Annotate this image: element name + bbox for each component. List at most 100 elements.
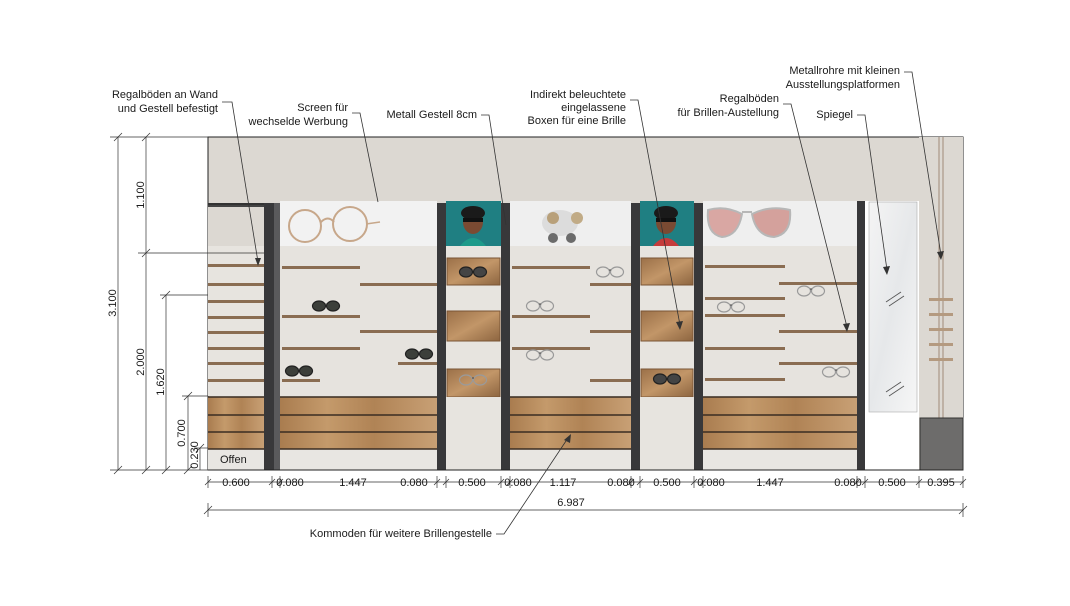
shelf bbox=[512, 315, 590, 318]
section-1 bbox=[280, 201, 437, 470]
shelf bbox=[282, 347, 360, 350]
eyeglasses bbox=[652, 373, 682, 385]
shelf bbox=[590, 379, 631, 382]
eyeglasses bbox=[458, 266, 488, 278]
annotation-cabinets: Kommoden für weitere Brillengestelle bbox=[310, 434, 571, 540]
hdim-value: 1.447 bbox=[339, 477, 367, 489]
shelf bbox=[705, 297, 785, 300]
label-open: Offen bbox=[220, 454, 247, 466]
total-dimension: 6.987 bbox=[203, 497, 968, 517]
vdim-1620: 1.620 bbox=[155, 368, 167, 396]
annotation-metal-tubes-line1: Metallrohre mit kleinen bbox=[789, 65, 900, 77]
section-3 bbox=[510, 201, 631, 470]
shelf bbox=[360, 283, 437, 286]
eyeglasses bbox=[525, 300, 555, 312]
annotation-mirror-line1: Spiegel bbox=[816, 109, 853, 121]
hdim-value: 0.080 bbox=[504, 477, 532, 489]
eyeglasses bbox=[458, 374, 488, 386]
lit-box-5 bbox=[640, 310, 694, 342]
annotation-cabinets-line1: Kommoden für weitere Brillengestelle bbox=[310, 528, 492, 540]
cabinet-1 bbox=[280, 397, 437, 449]
drawer-lines bbox=[208, 396, 857, 450]
cabinet-2 bbox=[510, 397, 631, 449]
eyeglasses bbox=[821, 366, 851, 378]
lit-box-2 bbox=[446, 310, 501, 342]
eyeglasses bbox=[284, 365, 314, 377]
section-2 bbox=[446, 201, 501, 470]
annotation-shelves-display: Regalböden für Brillen-Austellung bbox=[678, 93, 850, 332]
shelf bbox=[208, 379, 264, 382]
hdim-value: 0.395 bbox=[927, 477, 955, 489]
lit-box-3 bbox=[446, 368, 501, 398]
annotation-shelves-display-line1: Regalböden bbox=[720, 93, 779, 105]
annotation-screen-line1: Screen für bbox=[297, 102, 348, 114]
shelf bbox=[360, 330, 437, 333]
eyeglasses bbox=[311, 300, 341, 312]
mirror-section bbox=[865, 201, 919, 470]
shelf bbox=[590, 330, 631, 333]
vdim-0700: 0.700 bbox=[176, 419, 188, 447]
shelves-group bbox=[208, 264, 857, 382]
annotation-shelves-wall-line2: und Gestell befestigt bbox=[118, 103, 218, 115]
shelf bbox=[208, 347, 264, 350]
tube-base bbox=[919, 417, 964, 471]
glasses-group bbox=[284, 266, 851, 386]
shelf bbox=[705, 347, 785, 350]
eyeglasses bbox=[796, 285, 826, 297]
hdim-value: 0.080 bbox=[697, 477, 725, 489]
section-5 bbox=[703, 201, 857, 470]
eyeglasses bbox=[404, 348, 434, 360]
hdim-value: 0.500 bbox=[458, 477, 486, 489]
vdim-3100: 3.100 bbox=[107, 289, 119, 317]
left-wood-block bbox=[208, 397, 264, 449]
eyeglasses bbox=[716, 301, 746, 313]
hdim-value: 0.600 bbox=[222, 477, 250, 489]
annotation-shelves-wall-line1: Regalböden an Wand bbox=[112, 89, 218, 101]
annotation-shelves-display-line2: für Brillen-Austellung bbox=[678, 107, 780, 119]
shelf bbox=[282, 266, 360, 269]
shelf bbox=[779, 362, 857, 365]
eyeglasses bbox=[525, 349, 555, 361]
shelf bbox=[705, 314, 785, 317]
vdim-1100: 1.100 bbox=[135, 181, 147, 209]
shelf bbox=[208, 264, 264, 267]
annotation-metal-frame-line1: Metall Gestell 8cm bbox=[387, 109, 477, 121]
shelf bbox=[208, 331, 264, 334]
lit-box-6 bbox=[640, 368, 694, 398]
vdim-0230: 0.230 bbox=[189, 441, 201, 469]
shelf bbox=[705, 378, 785, 381]
annotation-mirror: Spiegel bbox=[816, 109, 890, 275]
shelf bbox=[705, 265, 785, 268]
section-4 bbox=[640, 201, 694, 470]
shelf bbox=[779, 282, 857, 285]
eyeglasses bbox=[595, 266, 625, 278]
hdim-value: 1.117 bbox=[550, 477, 577, 489]
annotation-metal-tubes-line2: Ausstellungsplatformen bbox=[786, 79, 900, 91]
annotation-screen-line2: wechselde Werbung bbox=[248, 116, 348, 128]
annotation-metal-frame: Metall Gestell 8cm bbox=[387, 109, 507, 226]
hdim-value: 1.447 bbox=[756, 477, 784, 489]
hdim-value: 0.080 bbox=[607, 477, 635, 489]
lit-box-4 bbox=[640, 257, 694, 286]
shelf bbox=[208, 362, 264, 365]
shelf bbox=[208, 316, 264, 319]
shelf bbox=[208, 283, 264, 286]
annotation-shelves-wall: Regalböden an Wand und Gestell befestigt bbox=[112, 89, 261, 266]
metal-posts bbox=[264, 201, 865, 470]
horizontal-dimensions: 0.600 0.080 1.447 0.080 0.500 0.080 1.117 0.080… bbox=[204, 476, 967, 489]
vdim-2000: 2.000 bbox=[135, 348, 147, 376]
section-left-open bbox=[208, 203, 266, 470]
shelf bbox=[208, 300, 264, 303]
shelf bbox=[282, 379, 320, 382]
hdim-value: 0.080 bbox=[400, 477, 428, 489]
shelf bbox=[398, 362, 437, 365]
annotation-screen: Screen für wechselde Werbung bbox=[248, 102, 379, 203]
tube-section bbox=[919, 137, 964, 471]
shelf bbox=[282, 315, 360, 318]
hdim-value: 0.500 bbox=[878, 477, 906, 489]
hdim-value: 0.080 bbox=[834, 477, 862, 489]
cabinet-3 bbox=[703, 397, 857, 449]
shelf bbox=[779, 330, 857, 333]
annotation-metal-tubes: Metallrohre mit kleinen Ausstellungsplat… bbox=[786, 65, 944, 260]
